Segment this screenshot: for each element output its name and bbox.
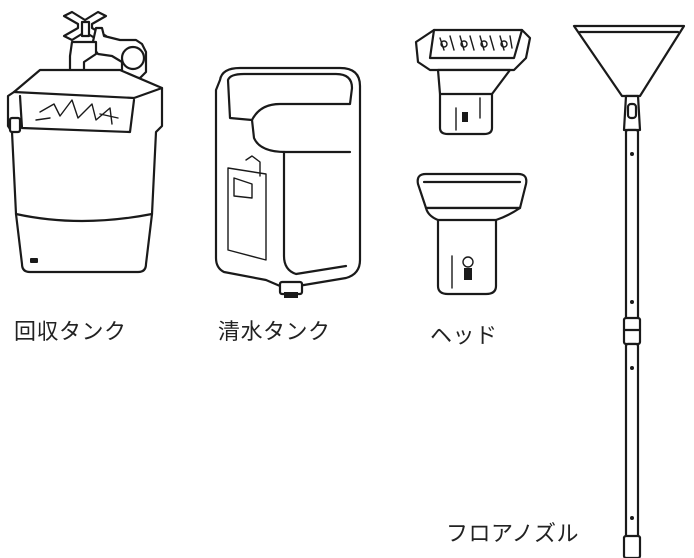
recovery-tank-illustration (0, 0, 175, 290)
nozzle-head-illustration (410, 164, 535, 299)
clean-water-tank-illustration (200, 60, 375, 305)
brush-head-illustration (410, 18, 535, 138)
floor-nozzle-label: フロアノズル (446, 522, 580, 547)
clean-water-tank-label: 清水タンク (218, 320, 331, 345)
recovery-tank-label: 回収タンク (14, 320, 127, 345)
head-label: ヘッド (430, 324, 498, 349)
floor-nozzle-illustration (570, 18, 690, 558)
